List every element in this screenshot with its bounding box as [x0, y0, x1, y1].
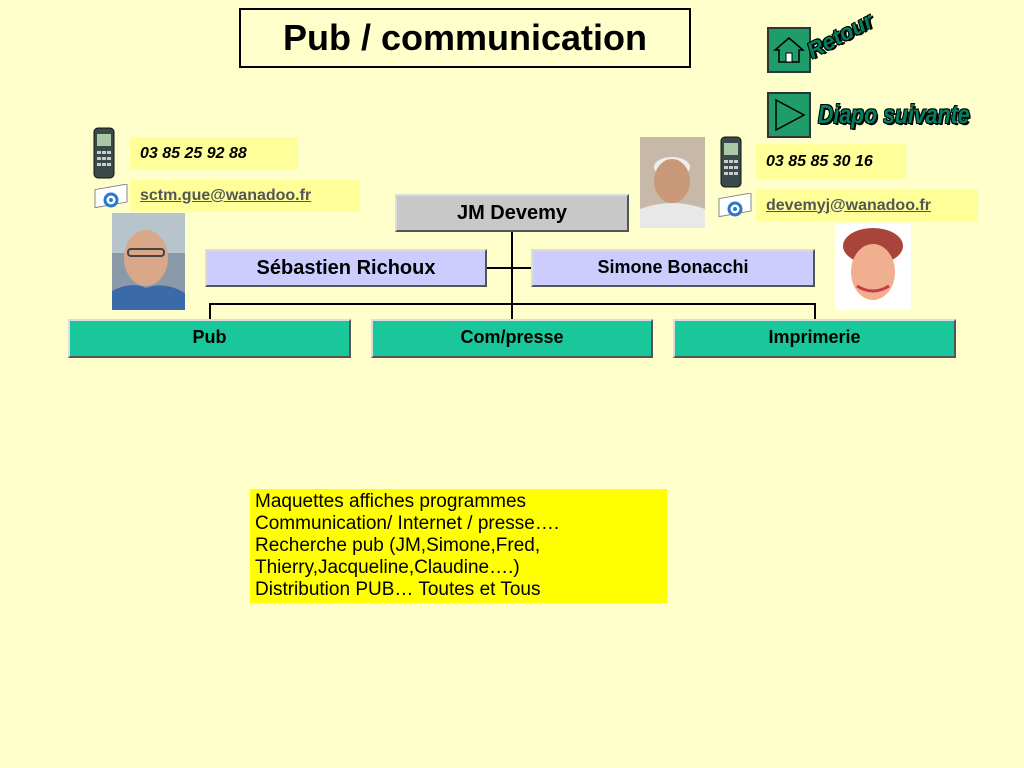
- left-email-link[interactable]: sctm.gue@wanadoo.fr: [140, 187, 312, 204]
- home-icon: [773, 37, 805, 63]
- connector-line: [209, 303, 211, 321]
- simone-photo: [835, 224, 911, 310]
- right-email-box: devemyj@wanadoo.fr: [756, 189, 978, 222]
- org-deputy-left-box: Sébastien Richoux: [205, 249, 487, 287]
- task-item: Maquettes affiches programmes: [255, 491, 527, 512]
- right-email-link[interactable]: devemyj@wanadoo.fr: [766, 196, 931, 214]
- department-box-imprimerie: Imprimerie: [673, 319, 956, 358]
- task-item: Distribution PUB… Toutes et Tous: [255, 579, 541, 600]
- tasks-box: Maquettes affiches programmes Communicat…: [250, 489, 667, 603]
- email-icon: [717, 192, 753, 226]
- org-head-box: JM Devemy: [395, 194, 629, 232]
- jm-devemy-photo: [640, 137, 705, 228]
- connector-line: [511, 230, 513, 322]
- retour-link[interactable]: Retour: [802, 7, 878, 64]
- task-item: Recherche pub (JM,Simone,Fred,: [255, 535, 541, 556]
- mobile-phone-icon: [718, 135, 744, 194]
- connector-line: [814, 303, 816, 321]
- org-deputy-right-box: Simone Bonacchi: [531, 249, 815, 287]
- left-phone-number: 03 85 25 92 88: [140, 144, 247, 162]
- next-slide-link[interactable]: Diapo suivante: [818, 99, 970, 129]
- left-phone-box: 03 85 25 92 88: [130, 137, 298, 170]
- play-arrow-icon: [775, 98, 806, 132]
- right-phone-number: 03 85 85 30 16: [766, 152, 873, 170]
- home-button[interactable]: [767, 27, 811, 73]
- sebastien-photo: [112, 213, 185, 310]
- task-item: Communication/ Internet / presse….: [255, 513, 560, 534]
- connector-line: [486, 267, 531, 269]
- department-box-com-presse: Com/presse: [371, 319, 653, 358]
- left-email-box: sctm.gue@wanadoo.fr: [130, 180, 360, 212]
- connector-line: [209, 303, 816, 305]
- right-phone-box: 03 85 85 30 16: [756, 144, 906, 179]
- next-slide-button[interactable]: [767, 92, 811, 138]
- mobile-phone-icon: [91, 126, 117, 185]
- page-title: Pub / communication: [239, 8, 691, 68]
- department-box-pub: Pub: [68, 319, 351, 358]
- email-icon: [93, 183, 129, 217]
- task-item: Thierry,Jacqueline,Claudine….): [255, 557, 520, 578]
